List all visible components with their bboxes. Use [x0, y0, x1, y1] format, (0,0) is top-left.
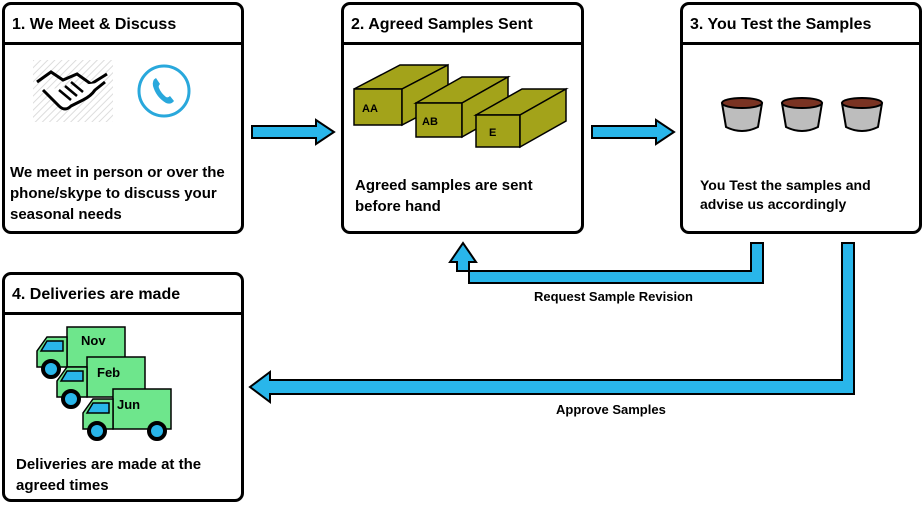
step-3-text: You Test the samples and advise us accor…	[700, 177, 871, 212]
delivery-trucks-icon: Nov Feb Jun	[36, 326, 172, 441]
sample-boxes-icon: AA AB E	[353, 63, 569, 149]
tea-cups-icon	[720, 97, 884, 132]
truck-label-jun: Jun	[117, 397, 140, 412]
truck-label-feb: Feb	[97, 365, 120, 380]
approve-arrow	[248, 242, 855, 404]
step-4-title: 4. Deliveries are made	[5, 275, 241, 315]
phone-icon	[137, 64, 191, 118]
step-3-card: 3. You Test the Samples You Test the sam…	[680, 2, 922, 234]
step-2-card: 2. Agreed Samples Sent AA AB E Agreed sa…	[341, 2, 584, 234]
step-1-title: 1. We Meet & Discuss	[5, 5, 241, 45]
handshake-icon	[33, 60, 113, 122]
arrow-2-to-3	[591, 118, 676, 146]
step-1-text: We meet in person or over the phone/skyp…	[10, 164, 225, 223]
approve-samples-label: Approve Samples	[556, 402, 666, 417]
request-revision-label: Request Sample Revision	[534, 289, 693, 304]
arrow-1-to-2	[251, 118, 336, 146]
box-label-ab: AB	[422, 116, 438, 128]
step-3-title: 3. You Test the Samples	[683, 5, 919, 45]
box-label-aa: AA	[362, 103, 378, 115]
step-1-card: 1. We Meet & Discuss We meet in person o…	[2, 2, 244, 234]
revision-arrow	[448, 241, 764, 284]
step-2-title: 2. Agreed Samples Sent	[344, 5, 581, 45]
truck-label-nov: Nov	[81, 333, 106, 348]
box-label-e: E	[489, 127, 496, 139]
step-4-card: 4. Deliveries are made Nov Feb Jun	[2, 272, 244, 502]
step-4-text: Deliveries are made at the agreed times	[16, 456, 202, 494]
step-2-text: Agreed samples are sent before hand	[355, 177, 533, 215]
